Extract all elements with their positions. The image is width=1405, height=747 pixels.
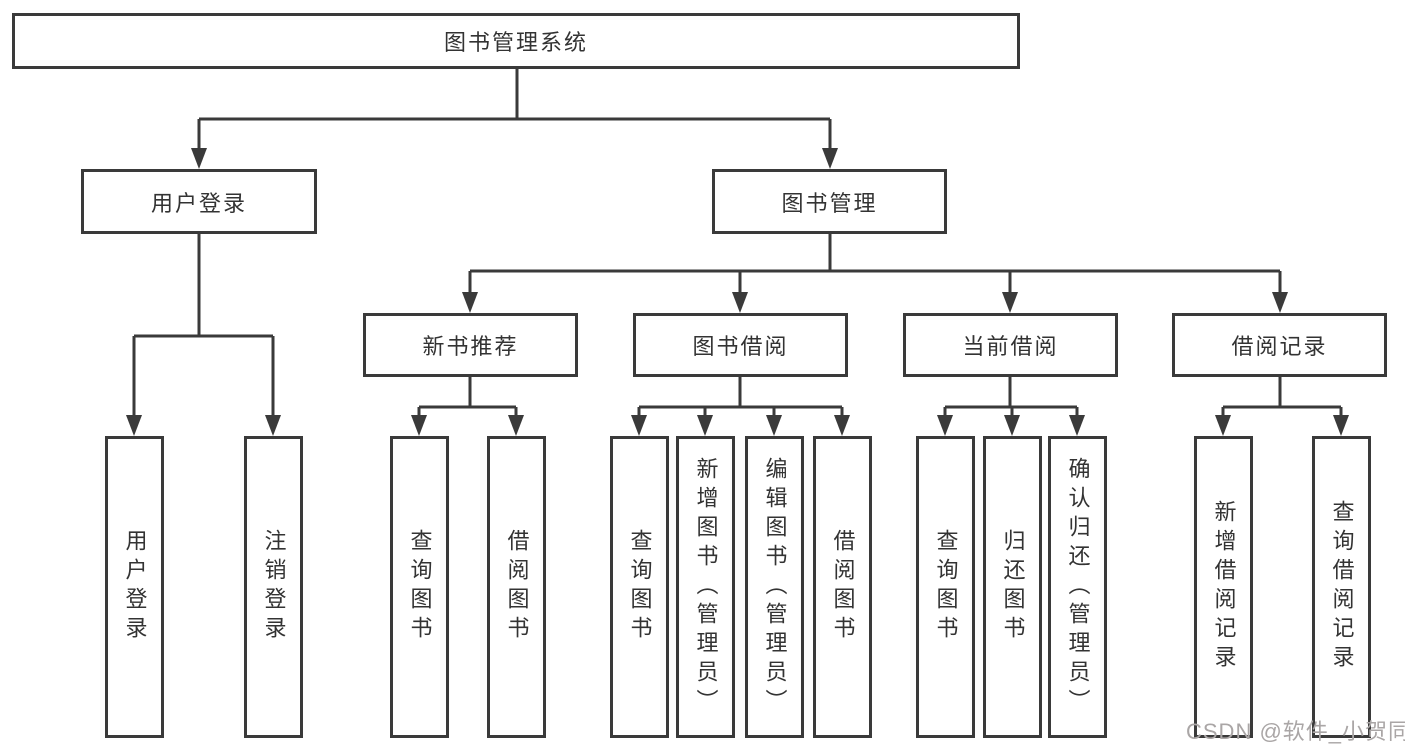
watermark: CSDN @软件_小贺同学 xyxy=(1186,719,1405,744)
leaf-label: 查询图书 xyxy=(407,529,433,645)
leaf-label: 用户登录 xyxy=(122,529,148,645)
leaf-label: 归还图书 xyxy=(1000,529,1026,645)
leaf-label: 确认归还（管理员） xyxy=(1065,456,1091,718)
leaf-label: 借阅图书 xyxy=(504,529,530,645)
leaf-query-books-borrow: 查询图书 xyxy=(610,436,669,738)
leaf-label: 编辑图书（管理员） xyxy=(762,456,788,718)
node-current-borrow: 当前借阅 xyxy=(903,313,1118,377)
leaf-borrow-books-recommend: 借阅图书 xyxy=(487,436,546,738)
leaf-borrow-books: 借阅图书 xyxy=(813,436,872,738)
node-borrow-records: 借阅记录 xyxy=(1172,313,1387,377)
leaf-add-borrow-record: 新增借阅记录 xyxy=(1194,436,1253,738)
node-library-system: 图书管理系统 xyxy=(12,13,1020,69)
leaf-query-borrow-record: 查询借阅记录 xyxy=(1312,436,1371,738)
connector-borrow-to-leaves xyxy=(631,377,850,436)
connector-root-to-level2 xyxy=(191,69,838,169)
leaf-return-book: 归还图书 xyxy=(983,436,1042,738)
connector-management-to-sections xyxy=(462,234,1288,313)
leaf-add-book-admin: 新增图书（管理员） xyxy=(676,436,735,738)
leaf-user-login: 用户登录 xyxy=(105,436,164,738)
leaf-label: 新增借阅记录 xyxy=(1211,500,1237,674)
connector-records-to-leaves xyxy=(1215,377,1349,436)
node-new-book-recommend: 新书推荐 xyxy=(363,313,578,377)
node-user-login: 用户登录 xyxy=(81,169,317,234)
leaf-edit-book-admin: 编辑图书（管理员） xyxy=(745,436,804,738)
leaf-confirm-return-admin: 确认归还（管理员） xyxy=(1048,436,1107,738)
connector-current-to-leaves xyxy=(937,377,1085,436)
leaf-logout: 注销登录 xyxy=(244,436,303,738)
leaf-label: 查询借阅记录 xyxy=(1329,500,1355,674)
connector-login-to-leaves xyxy=(126,234,281,436)
connector-recommend-to-leaves xyxy=(411,377,524,436)
leaf-label: 查询图书 xyxy=(933,529,959,645)
node-book-borrow: 图书借阅 xyxy=(633,313,848,377)
node-book-management: 图书管理 xyxy=(712,169,947,234)
leaf-label: 注销登录 xyxy=(261,529,287,645)
leaf-query-books-recommend: 查询图书 xyxy=(390,436,449,738)
leaf-label: 借阅图书 xyxy=(830,529,856,645)
leaf-label: 查询图书 xyxy=(627,529,653,645)
leaf-label: 新增图书（管理员） xyxy=(693,456,719,718)
leaf-query-books-current: 查询图书 xyxy=(916,436,975,738)
